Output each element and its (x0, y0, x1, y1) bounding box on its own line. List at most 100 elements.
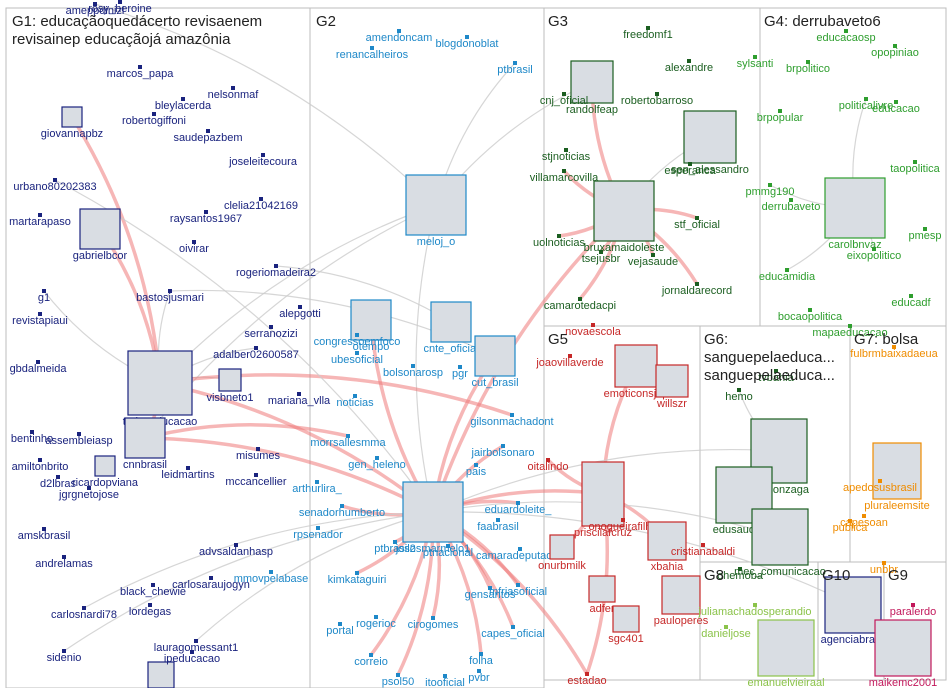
node-bruxamaidoleste[interactable]: bruxamaidoleste (584, 180, 665, 254)
node-hemo[interactable]: hemo (725, 388, 753, 403)
node-folha[interactable]: folha (469, 652, 494, 667)
node-emoticonsjap[interactable]: emoticonsjap (604, 344, 669, 400)
node-lauragomessant1[interactable]: lauragomessant1 (154, 639, 238, 654)
node-priscilafcruz[interactable]: priscilafcruz (574, 461, 632, 539)
node-misumes[interactable]: misumes (236, 447, 281, 462)
node-mapaeducacao[interactable]: mapaeducacao (812, 324, 888, 339)
node-clelia21042169[interactable]: clelia21042169 (224, 197, 298, 212)
node-gen_heleno[interactable]: gen_heleno (348, 456, 406, 471)
node-cnj_oficial[interactable]: cnj_oficial (540, 92, 588, 107)
node-raysantos1967[interactable]: raysantos1967 (170, 210, 242, 225)
node-black_chewie[interactable]: black_chewie (120, 583, 186, 598)
node-bolsonarosp[interactable]: bolsonarosp (383, 364, 443, 379)
node-congressoemfoco[interactable]: congressoemfoco (314, 333, 401, 348)
node-amiltonbrito[interactable]: amiltonbrito (12, 458, 69, 473)
node-pmesp[interactable]: pmesp (908, 227, 942, 242)
node-todoseducacao[interactable]: todoseducacao (123, 350, 198, 428)
node-onogueirafilho[interactable]: onogueirafilho (588, 518, 658, 533)
node-danieljose[interactable]: danieljose (701, 625, 751, 640)
node-tsejusbr[interactable]: tsejusbr (582, 250, 621, 265)
node-esperanca[interactable]: esperanca (664, 162, 717, 177)
node-correio[interactable]: correio (354, 653, 388, 668)
node-morrsallesmma[interactable]: morrsallesmma (310, 434, 386, 449)
node-rosy_heroine[interactable]: rosy_heroine (88, 0, 152, 15)
node-g1[interactable]: g1 (38, 289, 50, 304)
node-noticias[interactable]: noticias (336, 394, 374, 409)
node-uolnoticias[interactable]: uolnoticias (533, 234, 585, 249)
node-pgr[interactable]: pgr (452, 365, 468, 380)
node-willszr[interactable]: willszr (655, 364, 689, 410)
node-sgc401[interactable]: sgc401 (608, 605, 644, 645)
node-advsaldanhasp[interactable]: advsaldanhasp (199, 543, 273, 558)
node-saudepazbem[interactable]: saudepazbem (173, 129, 243, 144)
node-sen_alessandro[interactable]: sen_alessandro (671, 110, 749, 176)
node-joaovillaverde[interactable]: joaovillaverde (535, 354, 604, 369)
node-cirogomes[interactable]: cirogomes (408, 616, 459, 631)
node-urbano80202383[interactable]: urbano80202383 (13, 178, 97, 193)
node-portal[interactable]: portal (326, 622, 354, 637)
node-ptbrasil2[interactable]: ptbrasil2 (374, 540, 416, 555)
node-pmmg190[interactable]: pmmg190 (746, 183, 795, 198)
node-educadf[interactable]: educadf (891, 294, 932, 309)
node-sidenio[interactable]: sidenio (47, 649, 82, 664)
node-robertogiffoni[interactable]: robertogiffoni (122, 112, 186, 127)
node-arthurlira_[interactable]: arthurlira_ (292, 480, 343, 495)
node-nelsonmaf[interactable]: nelsonmaf (208, 86, 260, 101)
node-ipeducacao[interactable]: ipeducacao (164, 650, 220, 665)
node-adfer[interactable]: adfer (588, 575, 616, 615)
node-gilsonmachadont[interactable]: gilsonmachadont (470, 413, 554, 428)
node-kimkataguiri[interactable]: kimkataguiri (328, 571, 387, 586)
node-jososmarmelo1[interactable]: jososmarmelo1 (395, 481, 471, 555)
node-alepgotti[interactable]: alepgotti (279, 305, 321, 320)
node-cnte_oficial[interactable]: cnte_oficial (423, 301, 479, 355)
node-carlosnardi78[interactable]: carlosnardi78 (51, 606, 117, 621)
node-pauloperes[interactable]: pauloperes (654, 575, 709, 627)
node-brpopular[interactable]: brpopular (757, 109, 804, 124)
node-educacao[interactable]: educacao (872, 100, 920, 115)
node-carolbnvaz[interactable]: carolbnvaz (824, 177, 886, 251)
node-brpolitico[interactable]: brpolitico (786, 60, 830, 75)
node-jairbolsonaro[interactable]: jairbolsonaro (471, 444, 535, 459)
node-taopolitica[interactable]: taopolitica (890, 160, 941, 175)
node-rogerioc[interactable]: rogerioc (356, 615, 396, 630)
node-politicalivre[interactable]: politicalivre (839, 97, 893, 112)
node-mec_comunicacao[interactable]: mec_comunicacao (734, 508, 826, 578)
node-juliamachadosperandio[interactable]: juliamachadosperandio (697, 603, 812, 618)
node-cristianabaldi[interactable]: cristianabaldi (671, 543, 735, 558)
node-carlosaraujogyn[interactable]: carlosaraujogyn (172, 576, 250, 591)
node-novaescola[interactable]: novaescola (565, 323, 622, 338)
node-otempo[interactable]: otempo (350, 299, 392, 353)
node-itooficial[interactable]: itooficial (425, 674, 465, 688)
node-estadao[interactable]: estadao (567, 672, 607, 687)
node-bleylacerda[interactable]: bleylacerda (155, 97, 212, 112)
node-eduardoleite_[interactable]: eduardoleite_ (485, 501, 553, 516)
node-freedomf1[interactable]: freedomf1 (623, 26, 673, 41)
node-amendoncam[interactable]: amendoncam (366, 29, 433, 44)
node-maikemc2001[interactable]: maikemc2001 (869, 619, 937, 688)
node-gbdalmeida[interactable]: gbdalmeida (10, 360, 68, 375)
node-leidmartins[interactable]: leidmartins (161, 466, 215, 481)
node-emanuelvieiraal[interactable]: emanuelvieiraal (747, 619, 825, 688)
node-cut_brasil[interactable]: cut_brasil (471, 335, 519, 389)
node-robertobarroso[interactable]: robertobarroso (621, 92, 693, 107)
node-jgrgnetojose[interactable]: jgrgnetojose (58, 486, 119, 501)
node-meloj_o[interactable]: meloj_o (405, 174, 467, 248)
node-bastosjusmari[interactable]: bastosjusmari (136, 289, 204, 304)
node-revistapiaui[interactable]: revistapiaui (12, 312, 68, 327)
node-gensantos[interactable]: gensantos (465, 586, 516, 601)
node-ubesoficial[interactable]: ubesoficial (331, 351, 383, 366)
node-pvbr[interactable]: pvbr (468, 669, 490, 684)
node-stf_oficial[interactable]: stf_oficial (674, 216, 720, 231)
node-visbneto1[interactable]: visbneto1 (206, 368, 254, 404)
node-paralerdo[interactable]: paralerdo (890, 603, 936, 618)
node-ohemoba[interactable]: ohemoba (717, 567, 764, 582)
node-agenciabrasil[interactable]: agenciabrasil (821, 576, 886, 646)
node-onurbmilk[interactable]: onurbmilk (538, 534, 586, 572)
node-blogdonoblat[interactable]: blogdonoblat (435, 35, 499, 50)
node-educacaosp[interactable]: educacaosp (816, 29, 876, 44)
node-giovannapbz[interactable]: giovannapbz (41, 106, 103, 140)
node-mariana_vlla[interactable]: mariana_vlla (268, 392, 331, 407)
node-rpsenador[interactable]: rpsenador (293, 526, 343, 541)
node-psol50[interactable]: psol50 (382, 673, 414, 688)
node-bocaopolitica[interactable]: bocaopolitica (778, 308, 843, 323)
